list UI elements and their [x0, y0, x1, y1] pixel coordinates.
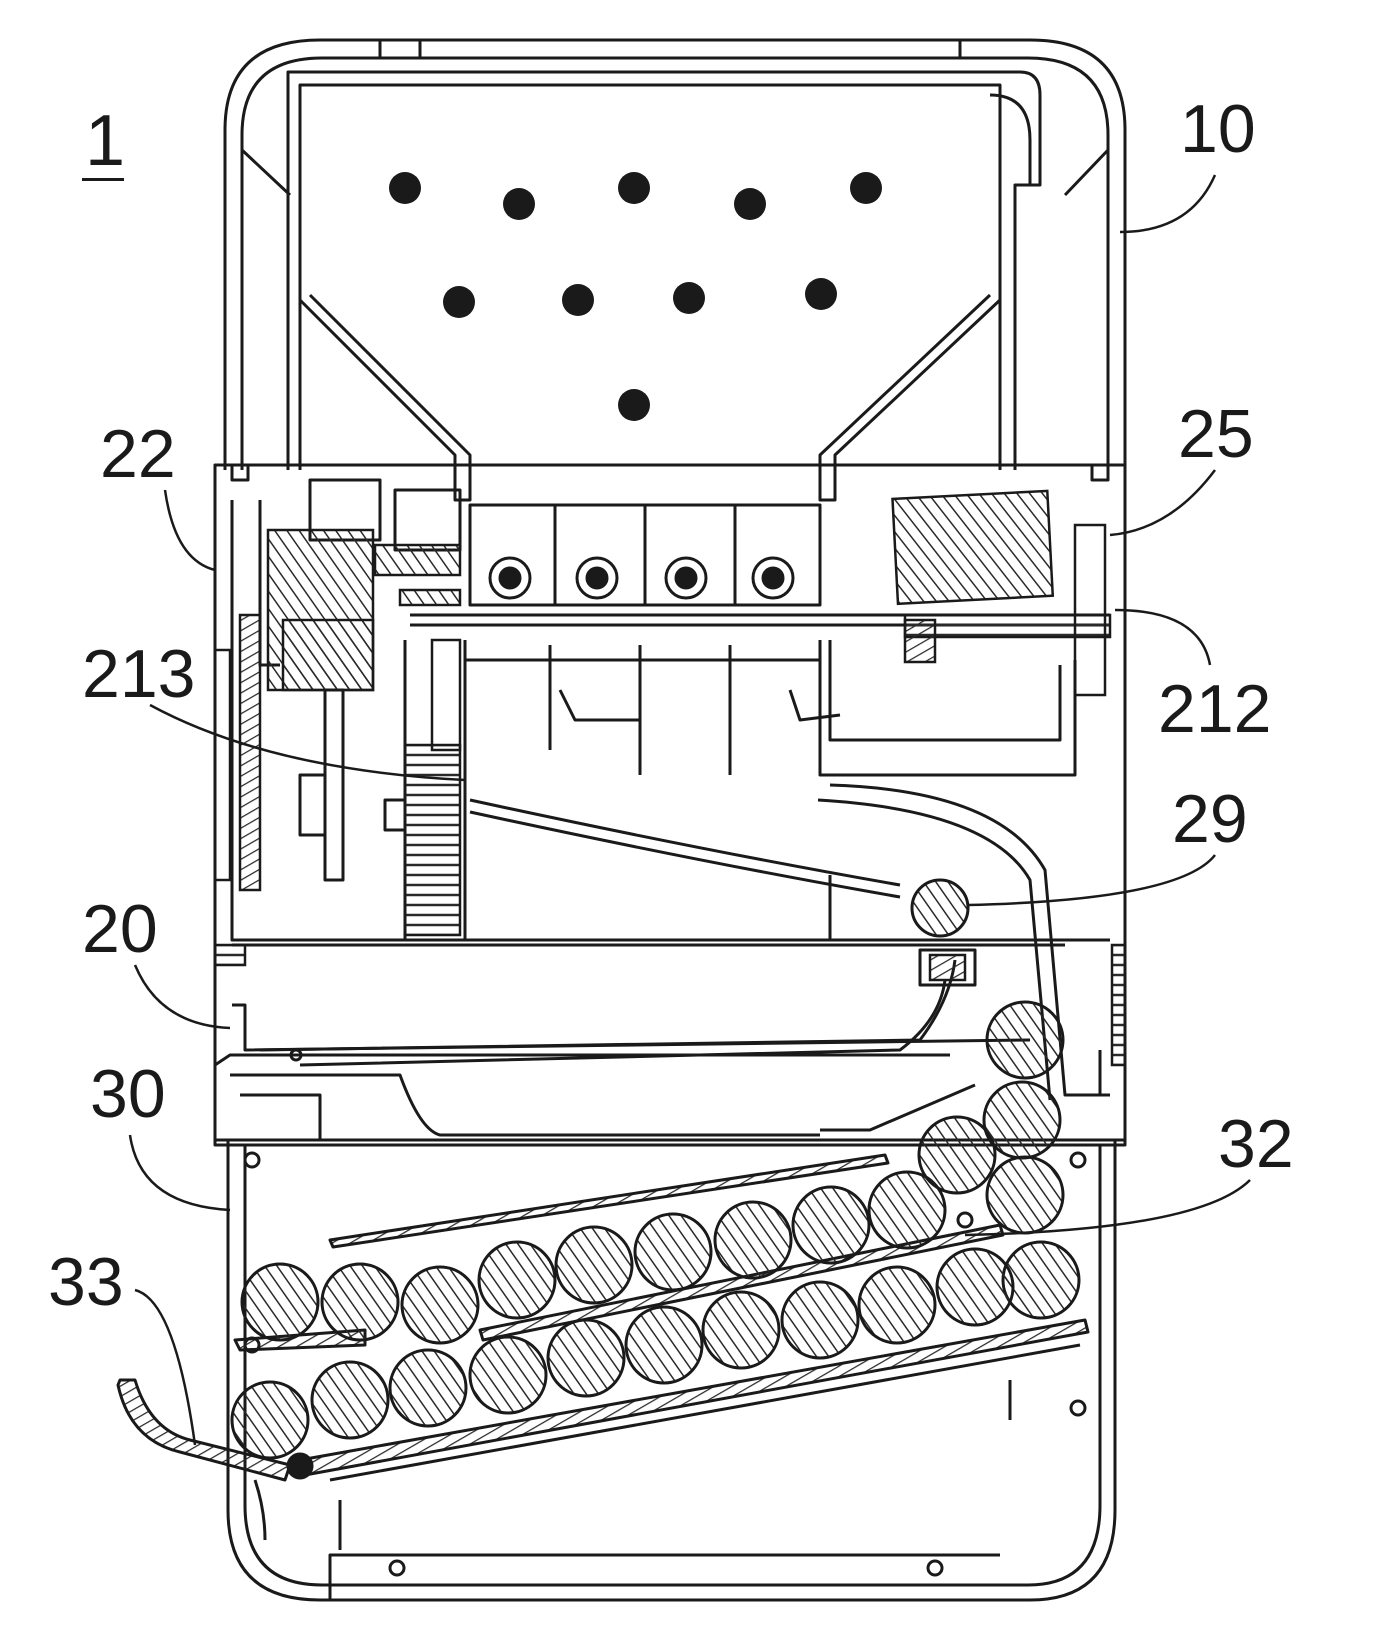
hopper-funnel-left	[300, 295, 470, 500]
callout-213: 213	[82, 640, 195, 708]
callout-20: 20	[82, 895, 158, 963]
hopper-particles	[389, 172, 882, 421]
hopper-funnel-right	[820, 295, 1000, 500]
callout-22: 22	[100, 420, 176, 488]
callout-29: 29	[1172, 785, 1248, 853]
ball-stack	[232, 1002, 1079, 1458]
top-housing-inner	[242, 58, 1108, 470]
figure-number-underline	[82, 178, 124, 181]
motor-block-25	[892, 491, 1052, 604]
rollers	[490, 558, 793, 598]
top-housing-outer	[225, 40, 1125, 470]
side-panel-213	[240, 615, 260, 890]
callout-212: 212	[1158, 675, 1271, 743]
sensor-ball-29	[912, 880, 968, 936]
figure-number: 1	[85, 105, 125, 177]
callout-30: 30	[90, 1060, 166, 1128]
callout-33: 33	[48, 1248, 124, 1316]
hopper-wall	[288, 72, 1040, 470]
callout-10: 10	[1180, 95, 1256, 163]
callout-32: 32	[1218, 1110, 1294, 1178]
callout-25: 25	[1178, 400, 1254, 468]
